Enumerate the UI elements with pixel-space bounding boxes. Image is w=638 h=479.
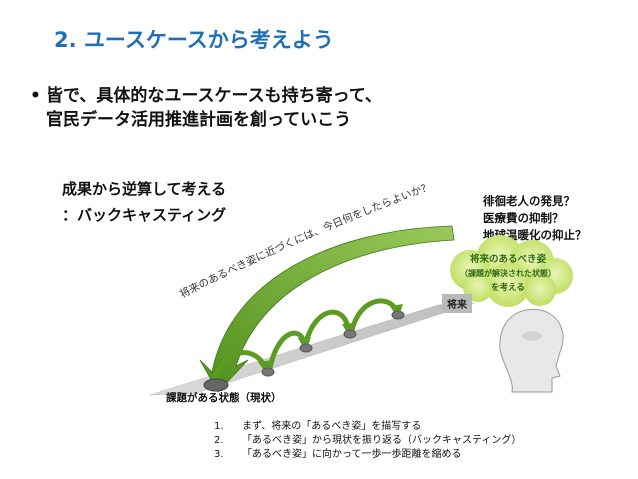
- start-stone: [203, 378, 229, 392]
- question-item: 医療費の抑制？: [483, 211, 564, 225]
- step-text: 「あるべき姿」に向かって一歩一歩距離を縮める: [242, 449, 462, 460]
- step-item: 3. 「あるべき姿」に向かって一歩一歩距離を縮める: [214, 448, 521, 462]
- page-title: 2. ユースケースから考えよう: [54, 28, 334, 52]
- bullet-line-1: 皆で、具体的なユースケースも持ち寄って、: [46, 86, 382, 106]
- step-stone: [261, 367, 275, 377]
- thinking-head-icon: [499, 308, 564, 393]
- step-text: まず、将来の「あるべき姿」を描写する: [242, 421, 422, 432]
- cloud-line-3: を考える: [491, 282, 525, 293]
- backcasting-heading: 成果から逆算して考える ：バックキャスティング: [62, 176, 226, 228]
- cloud-line-1: 将来のあるべき姿: [470, 253, 547, 265]
- bullet-symbol: •: [30, 86, 41, 106]
- step-stone: [391, 310, 405, 320]
- backcasting-line-2: ：バックキャスティング: [62, 206, 227, 224]
- backcasting-arrow: [199, 225, 455, 393]
- current-state-label: 課題がある状態（現状）: [166, 392, 282, 404]
- bullet-line-2: 官民データ活用推進計画を創っていこう: [46, 110, 352, 130]
- backcasting-line-1: 成果から逆算して考える: [62, 180, 227, 198]
- step-arrow: [211, 350, 267, 386]
- cloud-line-2: （課題が解決された状態）: [460, 268, 556, 278]
- bullet-point: •皆で、具体的なユースケースも持ち寄って、 官民データ活用推進計画を創っていこう: [30, 84, 382, 132]
- question-list: 徘徊老人の発見？ 医療費の抑制？ 地球温暖化の抑止？: [483, 193, 587, 244]
- step-item: 2. 「あるべき姿」から現状を振り返る（バックキャスティング）: [214, 434, 521, 448]
- step-stone: [299, 343, 313, 353]
- step-number: 1.: [214, 421, 224, 432]
- question-item: 徘徊老人の発見？: [483, 194, 575, 208]
- step-number: 2.: [214, 435, 224, 446]
- step-number: 3.: [214, 449, 224, 460]
- future-label: 将来: [442, 294, 472, 313]
- step-stone: [343, 329, 357, 339]
- step-arrow: [303, 309, 351, 345]
- step-list: 1. まず、将来の「あるべき姿」を描写する 2. 「あるべき姿」から現状を振り返…: [214, 420, 521, 462]
- step-item: 1. まず、将来の「あるべき姿」を描写する: [214, 420, 521, 434]
- step-text: 「あるべき姿」から現状を振り返る（バックキャスティング）: [242, 435, 522, 446]
